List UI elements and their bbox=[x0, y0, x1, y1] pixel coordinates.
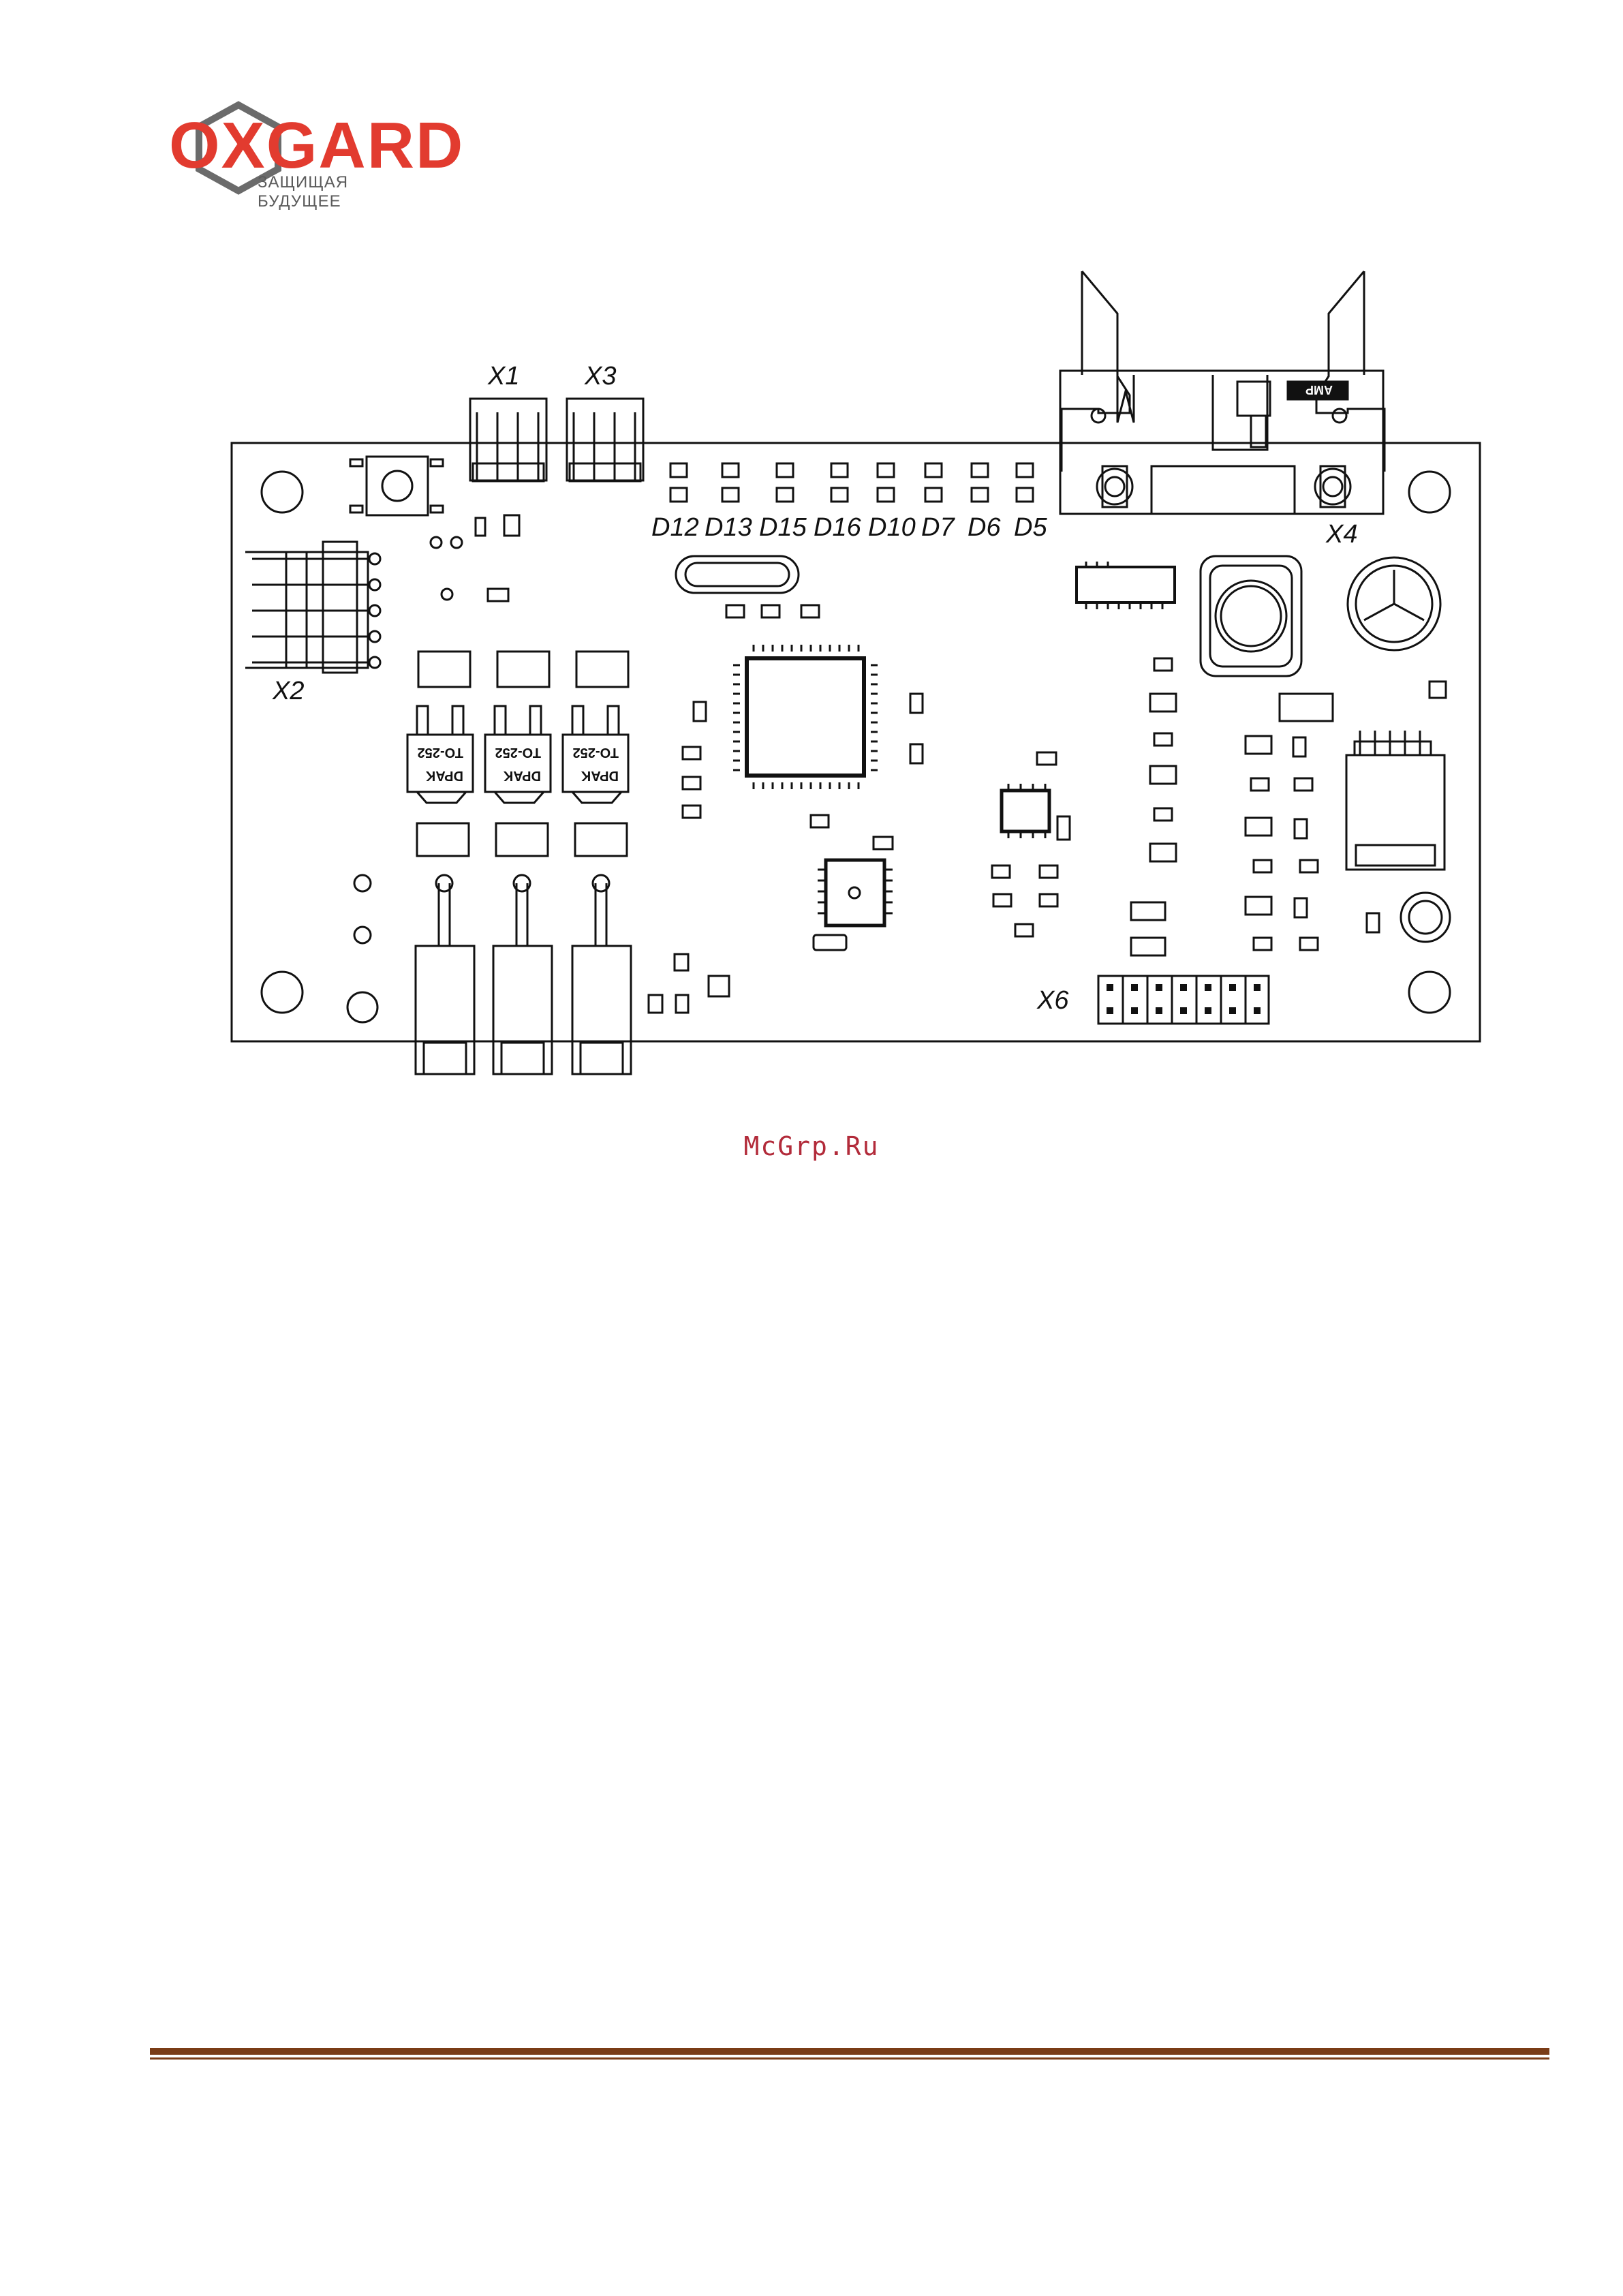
label-x3: X3 bbox=[584, 362, 616, 391]
footer-rule bbox=[150, 2048, 1549, 2062]
label-led-d6: D6 bbox=[968, 513, 1001, 542]
label-to252-1: TO-252 bbox=[418, 745, 463, 760]
footer-rule-thick bbox=[150, 2048, 1549, 2055]
label-x4: X4 bbox=[1325, 520, 1357, 549]
label-led-d12: D12 bbox=[651, 513, 699, 542]
label-led-d15: D15 bbox=[759, 513, 807, 542]
label-x1: X1 bbox=[487, 362, 519, 391]
label-x2: X2 bbox=[272, 677, 304, 705]
label-led-d16: D16 bbox=[814, 513, 862, 542]
label-dpak-3: DPAK bbox=[581, 768, 619, 783]
label-to252-3: TO-252 bbox=[573, 745, 619, 760]
label-led-d10: D10 bbox=[868, 513, 916, 542]
label-dpak-2: DPAK bbox=[503, 768, 541, 783]
label-led-d5: D5 bbox=[1014, 513, 1047, 542]
label-x6: X6 bbox=[1036, 986, 1069, 1015]
label-amp: AMP bbox=[1305, 383, 1333, 397]
footer-rule-thin bbox=[150, 2057, 1549, 2060]
pcb-diagram: X1 X3 X2 X4 X6 D12 D13 D15 D16 D10 D7 D6… bbox=[0, 0, 1623, 1159]
label-to252-2: TO-252 bbox=[495, 745, 541, 760]
watermark-text: McGrp.Ru bbox=[0, 1131, 1623, 1161]
label-led-d7: D7 bbox=[921, 513, 955, 542]
label-dpak-1: DPAK bbox=[425, 768, 463, 783]
label-led-d13: D13 bbox=[705, 513, 752, 542]
